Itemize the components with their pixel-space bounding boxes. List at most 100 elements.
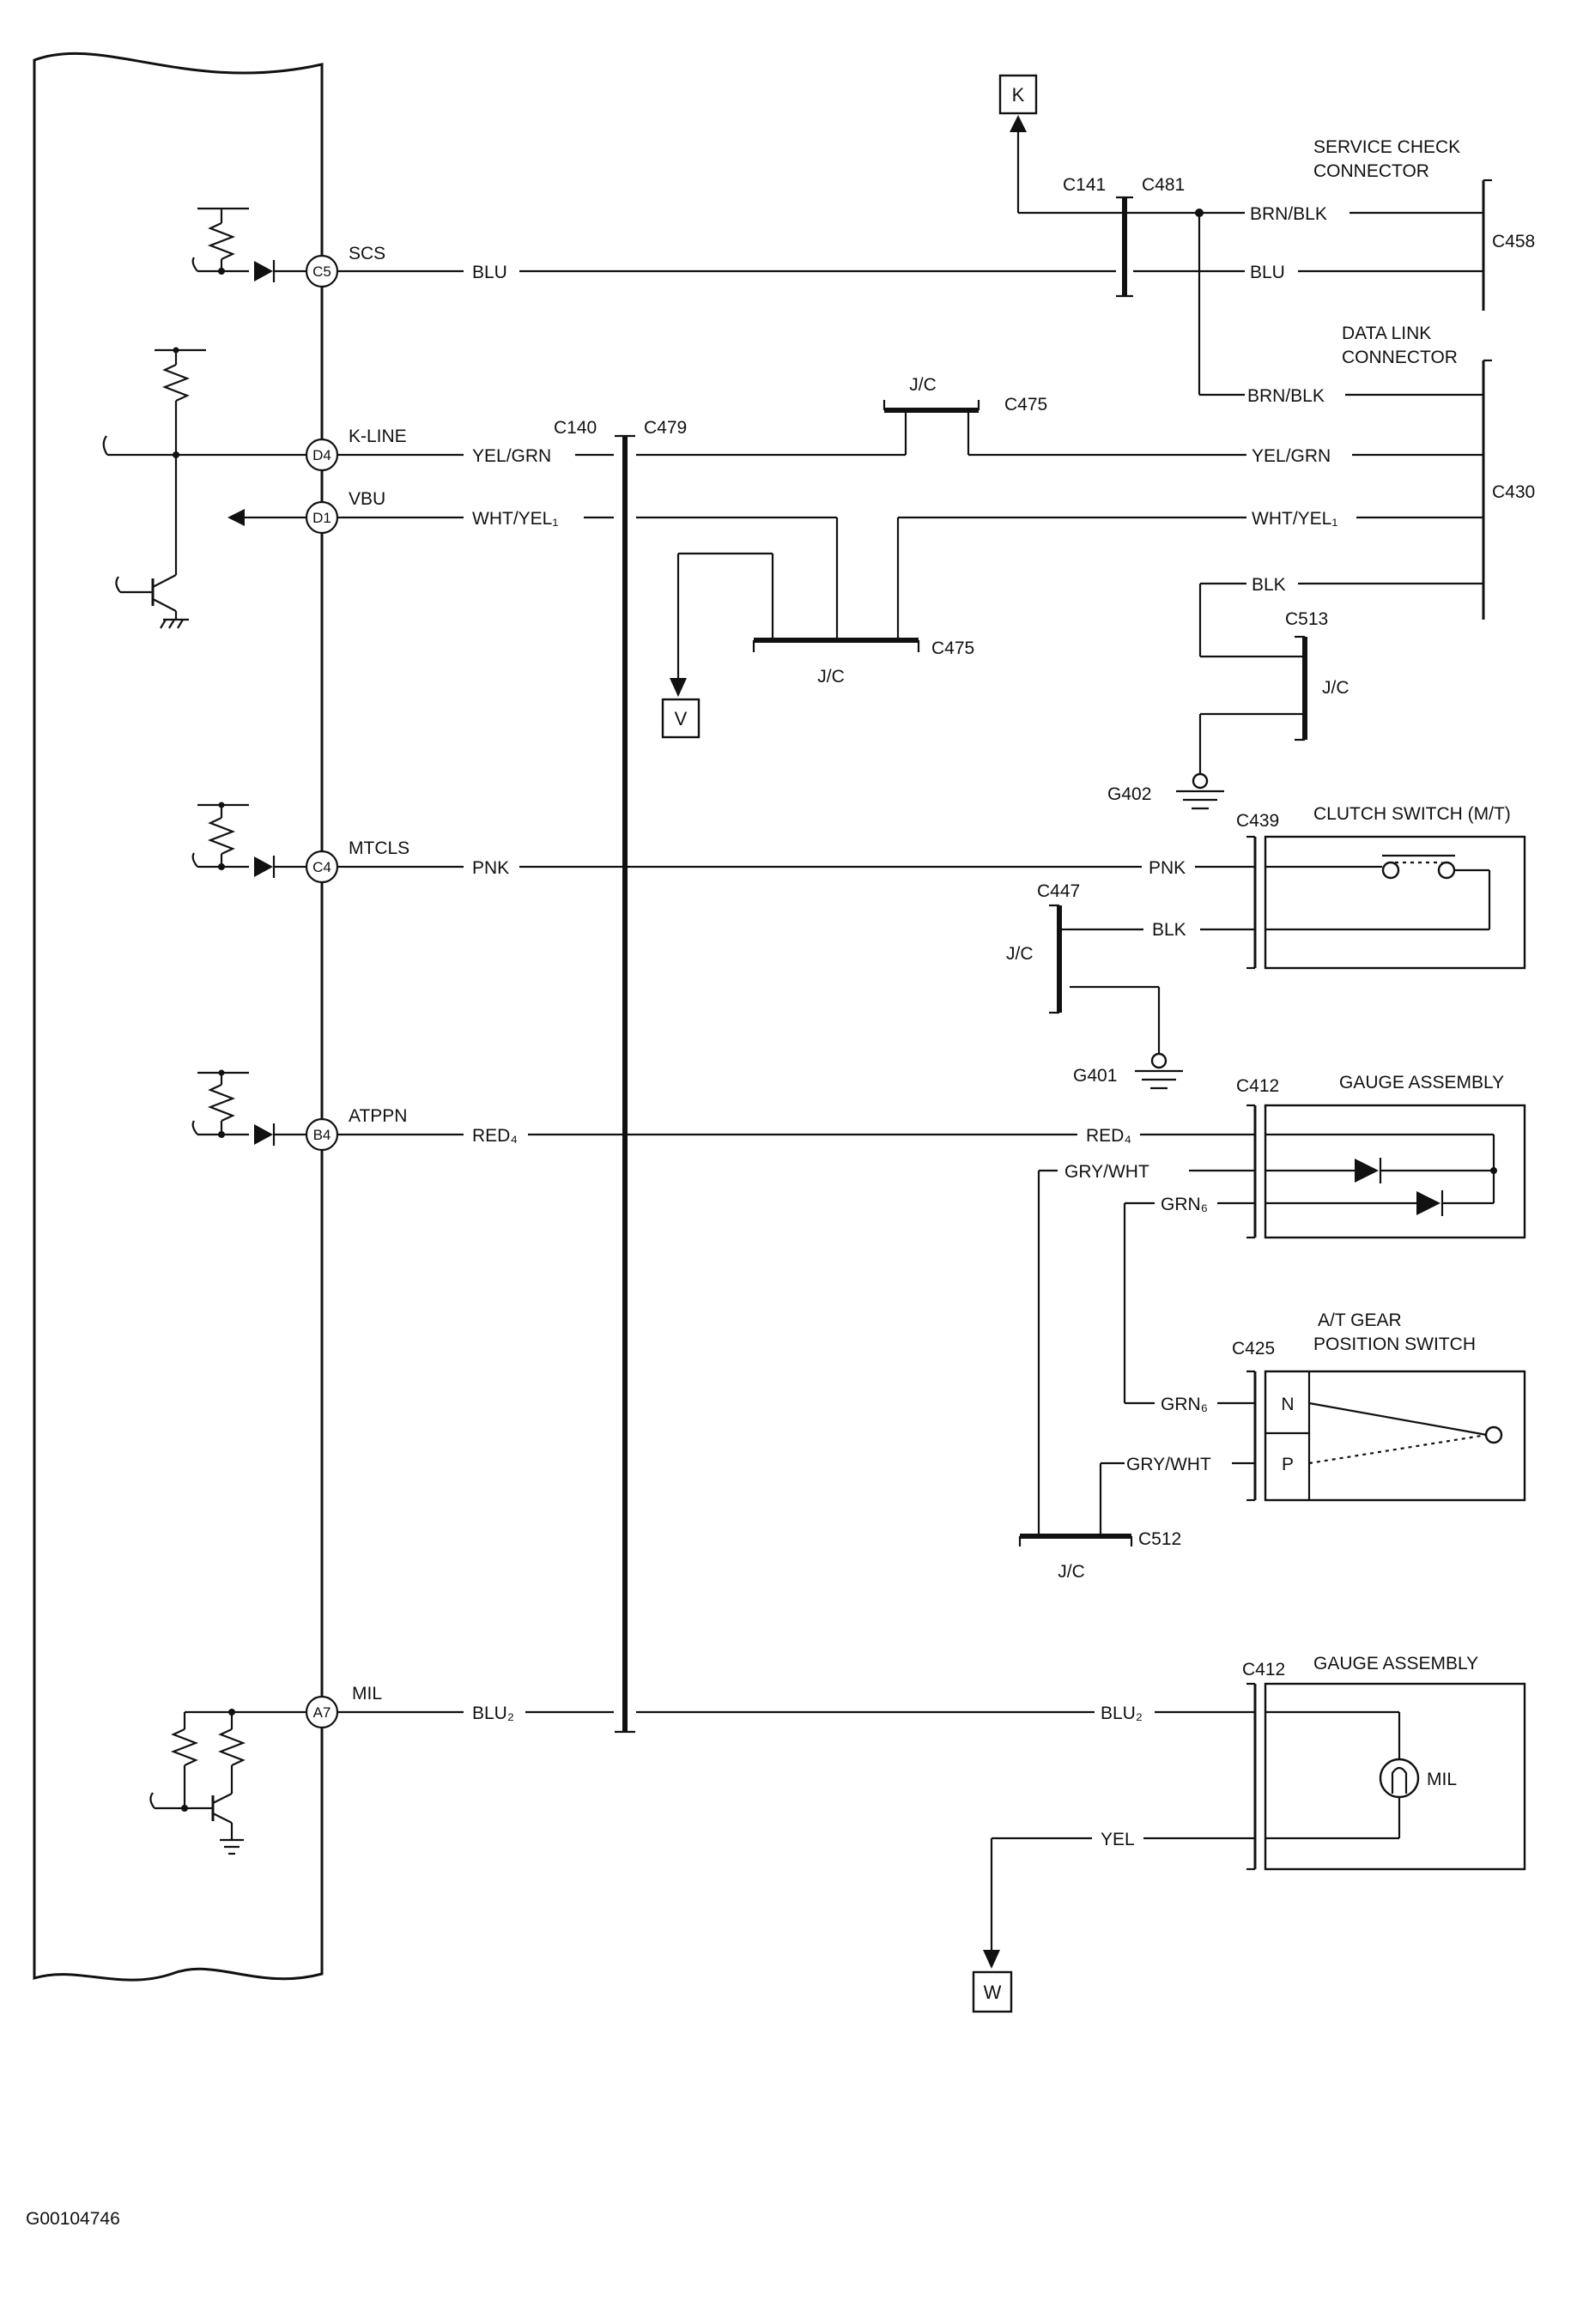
pin-label: C5 [312, 263, 331, 280]
wire-label-blu2: BLU₂ [472, 1704, 514, 1723]
arrow-down-icon [670, 678, 687, 697]
label-c481: C481 [1142, 175, 1185, 195]
label-c458: C458 [1492, 232, 1535, 251]
wire-label-blk-1: BLK [1252, 575, 1286, 595]
gauge-assembly-title-1: GAUGE ASSEMBLY [1339, 1073, 1504, 1092]
ecm-body [33, 51, 324, 1982]
pin-c4-circuit [191, 802, 306, 878]
connector-c141-c481 [1116, 196, 1133, 298]
mil-lamp-icon [1379, 1758, 1420, 1799]
svg-text:C4: C4 [312, 859, 331, 875]
gear-switch-title-2: POSITION SWITCH [1313, 1334, 1476, 1354]
label-c475-bottom: C475 [931, 638, 974, 658]
pin-d4-circuit [102, 347, 306, 629]
mil-lamp-label: MIL [1427, 1770, 1457, 1789]
connector-c430 [1482, 359, 1492, 620]
pin-c5-circuit [191, 207, 306, 282]
ecm-pin-d1: D1 [305, 500, 339, 535]
jc-label-4: J/C [1006, 944, 1034, 964]
label-g401: G401 [1073, 1066, 1117, 1086]
wire-label-blu2-2: BLU₂ [1101, 1704, 1143, 1723]
ground-g401-icon [1135, 1052, 1183, 1090]
wire-label-wht-yel: WHT/YEL₁ [472, 509, 558, 529]
arrow-down-icon [983, 1950, 1000, 1969]
label-c412-2: C412 [1242, 1660, 1285, 1679]
ref-k-box: K [998, 74, 1038, 115]
label-c412-1: C412 [1236, 1076, 1279, 1096]
wire-label-blu-1: BLU [1250, 263, 1285, 282]
jc-c512 [1018, 1534, 1133, 1546]
clutch-switch-title: CLUTCH SWITCH (M/T) [1313, 804, 1511, 824]
ecm-pin-c5: C5 [305, 254, 339, 288]
wire-label-blk-2: BLK [1152, 920, 1186, 940]
jc-c447 [1049, 904, 1062, 1014]
diode-icon [254, 261, 273, 281]
svg-text:B4: B4 [313, 1127, 331, 1143]
service-check-title-2: CONNECTOR [1313, 161, 1429, 181]
wire-label-blu: BLU [472, 263, 507, 282]
wire-label-red4-2: RED₄ [1086, 1126, 1131, 1146]
ecm-pin-c4: C4 [305, 850, 339, 884]
jc-label-1: J/C [909, 375, 937, 395]
svg-text:V: V [675, 708, 688, 729]
gear-n-label: N [1281, 1395, 1294, 1414]
wire-label-brn-blk-2: BRN/BLK [1247, 386, 1325, 406]
ground-g402-icon [1176, 772, 1224, 810]
wire-label-grn6-1: GRN₆ [1161, 1195, 1208, 1214]
gear-p-label: P [1282, 1455, 1294, 1474]
signal-vbu: VBU [349, 489, 385, 509]
jc-label-2: J/C [817, 667, 845, 687]
wire-label-gry-wht-2: GRY/WHT [1126, 1455, 1211, 1474]
gear-switch-box: N P [1246, 1370, 1526, 1502]
gauge-assembly-title-2: GAUGE ASSEMBLY [1313, 1654, 1478, 1673]
signal-mtcls: MTCLS [349, 838, 409, 858]
clutch-switch-box [1246, 835, 1526, 970]
signal-k-line: K-LINE [349, 427, 407, 446]
ecm-pin-b4: B4 [305, 1117, 339, 1152]
label-c439: C439 [1236, 811, 1279, 831]
ref-v-box: V [661, 698, 701, 739]
label-c512: C512 [1138, 1529, 1181, 1549]
wire-label-red4: RED₄ [472, 1126, 518, 1146]
label-c425: C425 [1232, 1339, 1275, 1359]
jc-c513 [1295, 635, 1307, 741]
wire-label-pnk-2: PNK [1149, 858, 1186, 878]
label-c513: C513 [1285, 609, 1328, 629]
label-c475-top: C475 [1004, 395, 1047, 415]
svg-text:A7: A7 [313, 1704, 331, 1721]
connector-c458 [1482, 179, 1492, 311]
signal-atppn: ATPPN [349, 1106, 407, 1126]
wire-label-brn-blk-1: BRN/BLK [1250, 204, 1327, 224]
signal-scs: SCS [349, 244, 385, 263]
label-g402: G402 [1107, 784, 1151, 804]
ecm-pin-a7: A7 [305, 1695, 339, 1729]
gauge-assembly-box-2: MIL [1246, 1682, 1526, 1871]
data-link-title-2: CONNECTOR [1342, 348, 1458, 367]
gear-switch-title-1: A/T GEAR [1318, 1310, 1402, 1330]
wire-label-yel-grn: YEL/GRN [472, 446, 551, 466]
figure-id: G00104746 [26, 2209, 120, 2229]
jc-label-3: J/C [1322, 678, 1349, 698]
arrow-left-icon [227, 509, 245, 526]
data-link-title-1: DATA LINK [1342, 324, 1431, 343]
wire-label-wht-yel-2: WHT/YEL₁ [1252, 509, 1337, 529]
diode-icon [1355, 1159, 1379, 1183]
ecm-pin-d4: D4 [305, 438, 339, 472]
arrow-up-icon [1010, 115, 1027, 132]
pin-a7-circuit [149, 1709, 306, 1855]
svg-text:K: K [1012, 84, 1025, 106]
label-c140: C140 [554, 418, 597, 438]
svg-text:D4: D4 [312, 447, 331, 463]
wire-label-yel-grn-2: YEL/GRN [1252, 446, 1331, 466]
label-c479: C479 [644, 418, 687, 438]
jc-label-5: J/C [1058, 1562, 1085, 1582]
svg-text:W: W [984, 1982, 1002, 2003]
jc-c475-top [882, 400, 980, 413]
wire-label-pnk: PNK [472, 858, 509, 878]
pin-b4-circuit [191, 1069, 306, 1146]
service-check-title-1: SERVICE CHECK [1313, 137, 1460, 157]
ref-w-box: W [972, 1970, 1013, 2013]
svg-text:D1: D1 [312, 510, 331, 526]
label-c430: C430 [1492, 482, 1535, 502]
jc-c475-bottom [752, 638, 920, 652]
